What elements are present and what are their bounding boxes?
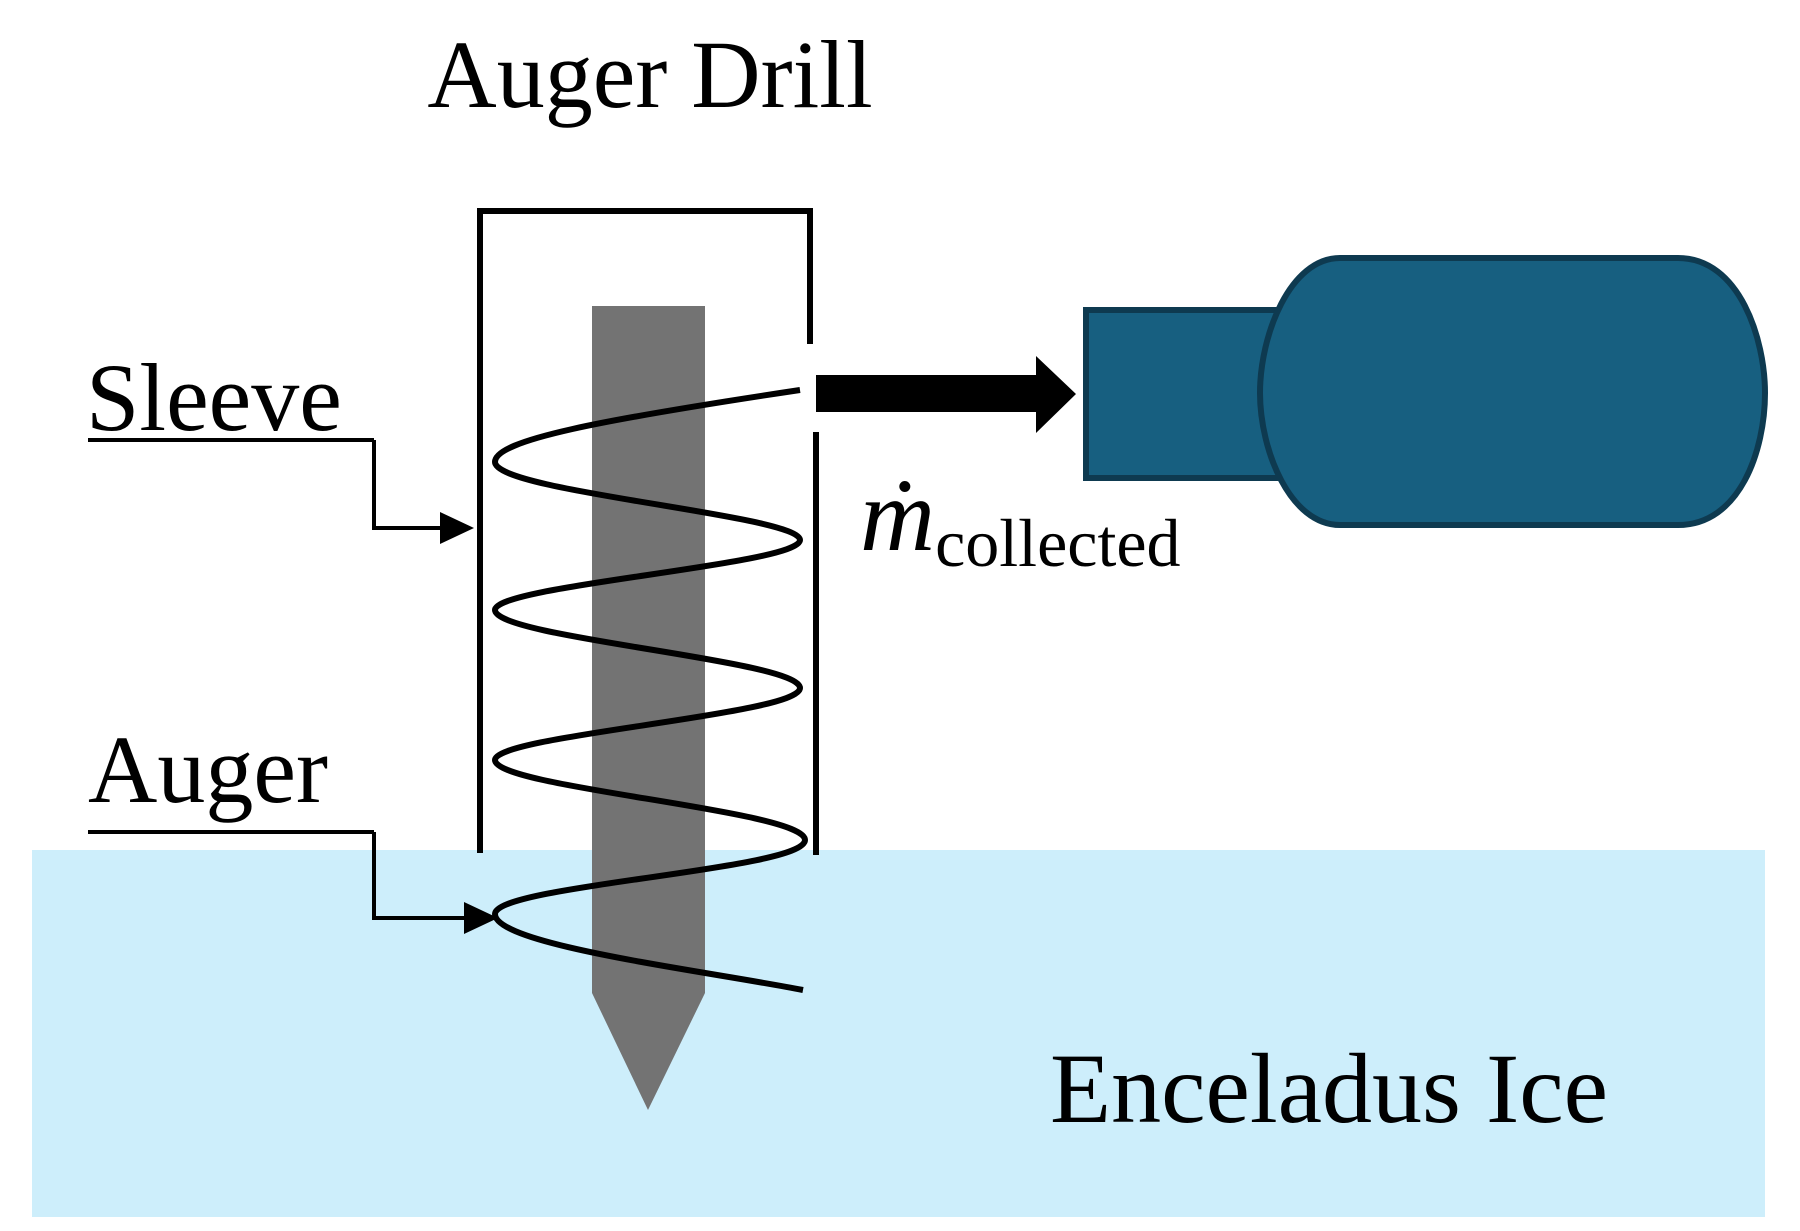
drill-tip <box>592 993 705 1110</box>
auger-arrowhead <box>464 902 498 934</box>
ice-region <box>32 850 1765 1217</box>
auger-helix <box>491 387 809 993</box>
flow-label: ṁcollected <box>860 458 1181 581</box>
sleeve-leader-line <box>372 440 442 530</box>
sleeve-arrowhead <box>440 512 474 544</box>
ice-label: Enceladus Ice <box>1050 1033 1608 1144</box>
auger-leader-line <box>372 832 466 920</box>
container-neck <box>1083 307 1299 481</box>
flow-arrow <box>816 356 1076 433</box>
flow-subscript: collected <box>935 505 1180 581</box>
sleeve-label: Sleeve <box>86 344 342 451</box>
diagram-title: Auger Drill <box>427 21 872 128</box>
auger-label: Auger <box>88 716 328 823</box>
container-body <box>1256 255 1769 528</box>
sleeve-outline <box>477 208 813 853</box>
flow-symbol: ṁ <box>860 458 935 573</box>
